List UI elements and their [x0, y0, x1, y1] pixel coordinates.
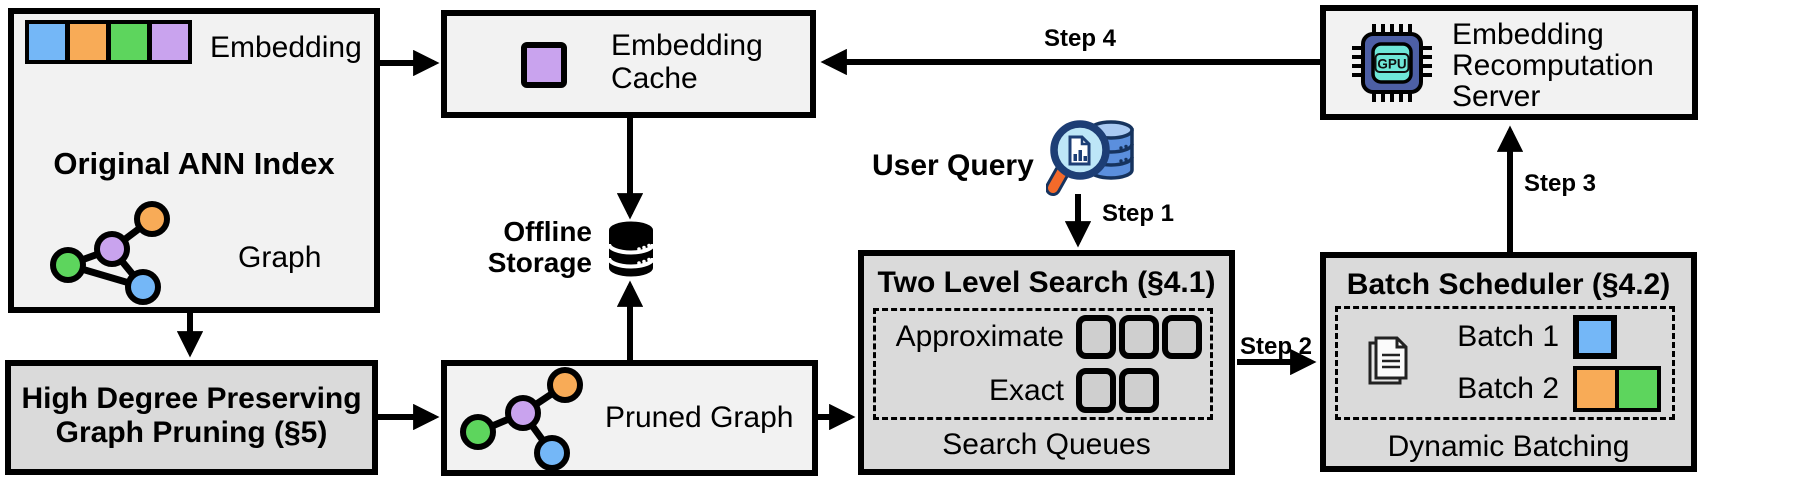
embedding-cache-box: Embedding Cache: [441, 10, 816, 118]
embedding-cell-green: [111, 24, 147, 60]
pruned-graph-label: Pruned Graph: [605, 401, 794, 434]
embedding-label: Embedding: [210, 31, 362, 64]
step4-label: Step 4: [1043, 25, 1117, 52]
batch-scheduler-title: Batch Scheduler (§4.2): [1346, 268, 1671, 301]
batch2-items: [1573, 366, 1661, 412]
search-queues-container: Approximate Exact: [873, 308, 1213, 420]
database-icon: [607, 221, 655, 277]
step2-label: Step 2: [1239, 333, 1313, 360]
gpu-chip-icon: GPU: [1352, 24, 1432, 102]
embedding-vector-icon: [25, 20, 192, 64]
approximate-queue-slots: [1076, 315, 1202, 359]
batch2-label: Batch 2: [1457, 372, 1559, 405]
batch2-row: Batch 2: [1423, 366, 1661, 412]
queue-slot: [1119, 315, 1159, 359]
batch2-item-orange: [1577, 370, 1615, 408]
embedding-cell-purple: [152, 24, 188, 60]
exact-label: Exact: [988, 373, 1064, 407]
cached-embedding-icon: [521, 42, 567, 88]
original-ann-index-box: Embedding Original ANN Index Graph: [8, 8, 380, 313]
pruned-graph-box: Pruned Graph: [441, 360, 818, 476]
dynamic-batching-label: Dynamic Batching: [1387, 430, 1630, 463]
approximate-queue-row: Approximate: [886, 315, 1202, 359]
user-query-label: User Query: [872, 149, 1034, 182]
documents-icon: [1368, 336, 1408, 385]
dynamic-batching-container: Batch 1 Batch 2: [1335, 306, 1675, 420]
step3-label: Step 3: [1524, 170, 1597, 197]
queue-slot: [1076, 368, 1116, 413]
query-search-icon: [1046, 120, 1134, 196]
pruned-graph-icon: [460, 367, 583, 470]
queue-slot: [1076, 315, 1116, 359]
embedding-cell-blue: [29, 24, 65, 60]
batch1-label: Batch 1: [1457, 320, 1559, 353]
batch1-item-blue: [1573, 315, 1617, 359]
step1-label: Step 1: [1102, 200, 1175, 227]
graph-label: Graph: [238, 241, 322, 274]
offline-storage-label: Offline Storage: [487, 216, 592, 278]
embedding-cell-orange: [70, 24, 106, 60]
batch1-row: Batch 1: [1423, 315, 1617, 359]
search-queues-label: Search Queues: [942, 428, 1151, 461]
exact-queue-slots: [1076, 368, 1159, 413]
queue-slot: [1119, 368, 1159, 413]
graph-pruning-title: High Degree Preserving Graph Pruning (§5…: [21, 382, 362, 449]
graph-pruning-box: High Degree Preserving Graph Pruning (§5…: [5, 360, 378, 475]
batch2-item-green: [1619, 370, 1657, 408]
original-ann-index-title: Original ANN Index: [53, 146, 335, 181]
batch-scheduler-box: Batch Scheduler (§4.2) Batch 1 Batch 2: [1320, 252, 1697, 472]
recomputation-server-box: GPU Embedding Recomputation Server: [1320, 5, 1698, 120]
approximate-label: Approximate: [895, 320, 1064, 353]
exact-queue-row: Exact: [886, 368, 1159, 413]
graph-icon: [50, 201, 170, 305]
two-level-search-box: Two Level Search (§4.1) Approximate Exac…: [858, 250, 1235, 475]
queue-slot: [1162, 315, 1202, 359]
two-level-search-title: Two Level Search (§4.1): [877, 266, 1216, 299]
recomputation-server-label: Embedding Recomputation Server: [1452, 18, 1654, 113]
embedding-cache-label: Embedding Cache: [611, 29, 763, 95]
gpu-chip-label: GPU: [1377, 57, 1406, 72]
